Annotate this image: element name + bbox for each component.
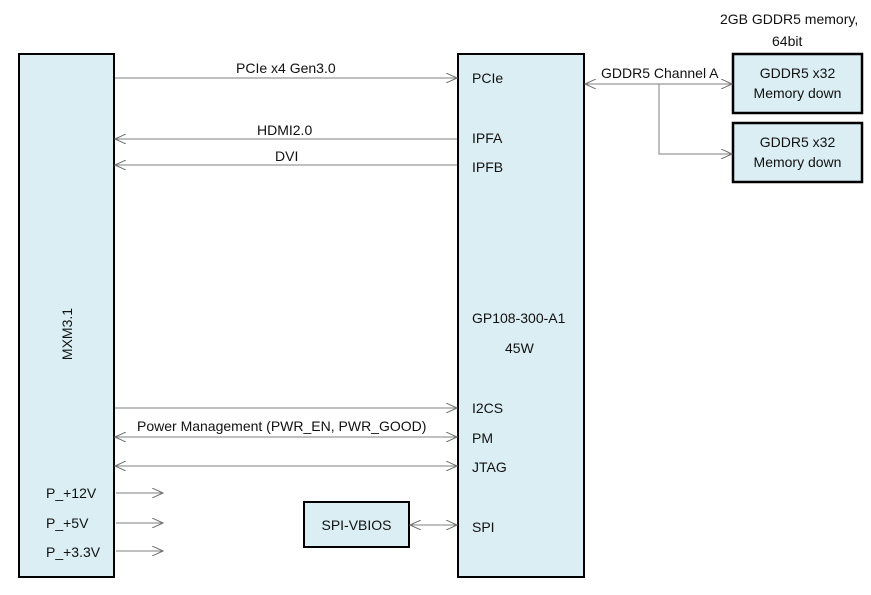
dvi-link-label: DVI xyxy=(275,148,299,164)
memory-chip-1-type: GDDR5 x32 xyxy=(759,65,836,81)
gpu-power-label: 45W xyxy=(505,340,534,356)
power-rail-3v3: P_+3.3V xyxy=(46,544,101,560)
memory-chip-2-type: GDDR5 x32 xyxy=(759,134,836,150)
gpu-chip-label: GP108-300-A1 xyxy=(472,310,566,326)
gpu-port-ipfa: IPFA xyxy=(472,130,503,146)
power-management-label: Power Management (PWR_EN, PWR_GOOD) xyxy=(137,418,427,434)
gddr-channel-label: GDDR5 Channel A xyxy=(601,65,719,81)
memory-chip-2-desc: Memory down xyxy=(753,154,842,170)
gpu-port-spi: SPI xyxy=(472,519,495,535)
pcie-link-label: PCIe x4 Gen3.0 xyxy=(236,60,336,76)
memory-chip-box-2 xyxy=(731,121,864,184)
gpu-port-i2cs: I2CS xyxy=(472,400,504,416)
memory-chip-2-text: GDDR5 x32 Memory down xyxy=(733,132,862,172)
gpu-box xyxy=(457,53,585,578)
power-rail-12v: P_+12V xyxy=(46,485,97,501)
gpu-port-jtag: JTAG xyxy=(472,459,507,475)
power-rail-5v: P_+5V xyxy=(46,515,89,531)
mxm-connector-box xyxy=(18,53,115,578)
gddr-branch-arrow xyxy=(658,84,732,154)
memory-chip-1-desc: Memory down xyxy=(753,85,842,101)
memory-title-line2: 64bit xyxy=(772,33,803,49)
gpu-port-ipfb: IPFB xyxy=(472,159,504,175)
spi-vbios-box xyxy=(303,501,410,548)
hdmi-link-label: HDMI2.0 xyxy=(257,122,313,138)
memory-title-line1: 2GB GDDR5 memory, xyxy=(720,11,859,27)
memory-chip-box-1 xyxy=(731,52,864,115)
memory-chip-1-text: GDDR5 x32 Memory down xyxy=(733,63,862,103)
gpu-port-pm: PM xyxy=(472,430,493,446)
spi-vbios-label: SPI-VBIOS xyxy=(321,517,392,533)
gpu-port-pcie: PCIe xyxy=(472,70,504,86)
mxm-label: MXM3.1 xyxy=(59,307,75,361)
